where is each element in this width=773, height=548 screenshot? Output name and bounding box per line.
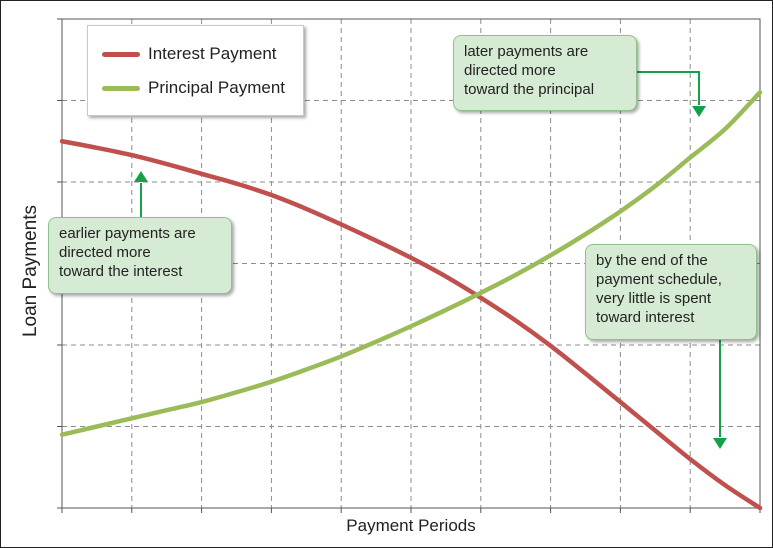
- x-axis-label: Payment Periods: [346, 516, 476, 535]
- callout-line: earlier payments are: [59, 225, 196, 242]
- series-line-interest: [59, 139, 763, 511]
- callout-line: toward the principal: [464, 81, 595, 98]
- y-axis-label: Loan Payments: [20, 204, 41, 338]
- legend-label-interest: Interest Payment: [148, 44, 277, 63]
- arrow-head-end: [713, 438, 727, 449]
- callout-earlier-payments: earlier payments are directed more towar…: [48, 217, 232, 294]
- callout-line: directed more: [464, 62, 556, 79]
- callout-line: directed more: [59, 244, 151, 261]
- legend-item-interest: Interest Payment: [102, 42, 277, 66]
- legend-item-principal: Principal Payment: [102, 76, 285, 100]
- callout-line: toward the interest: [59, 263, 183, 280]
- callout-later-payments: later payments are directed more toward …: [453, 35, 637, 111]
- callout-line: later payments are: [464, 43, 589, 60]
- chart-series: [59, 90, 763, 511]
- legend-swatch-interest: [102, 51, 140, 57]
- legend-label-principal: Principal Payment: [148, 78, 286, 97]
- chart-legend: Interest Payment Principal Payment: [87, 25, 304, 116]
- legend-swatch-principal: [102, 85, 140, 91]
- annotation-arrows: [134, 71, 727, 449]
- arrow-head-earlier: [134, 171, 148, 182]
- arrow-head-later: [692, 106, 706, 117]
- series-line-principal: [59, 90, 763, 437]
- callout-line: toward interest: [596, 309, 695, 326]
- arrow-shaft-later: [637, 71, 700, 105]
- callout-line: very little is spent: [596, 290, 712, 307]
- callout-end-of-schedule: by the end of the payment schedule, very…: [585, 244, 757, 340]
- callout-line: payment schedule,: [596, 271, 722, 288]
- callout-line: by the end of the: [596, 252, 708, 269]
